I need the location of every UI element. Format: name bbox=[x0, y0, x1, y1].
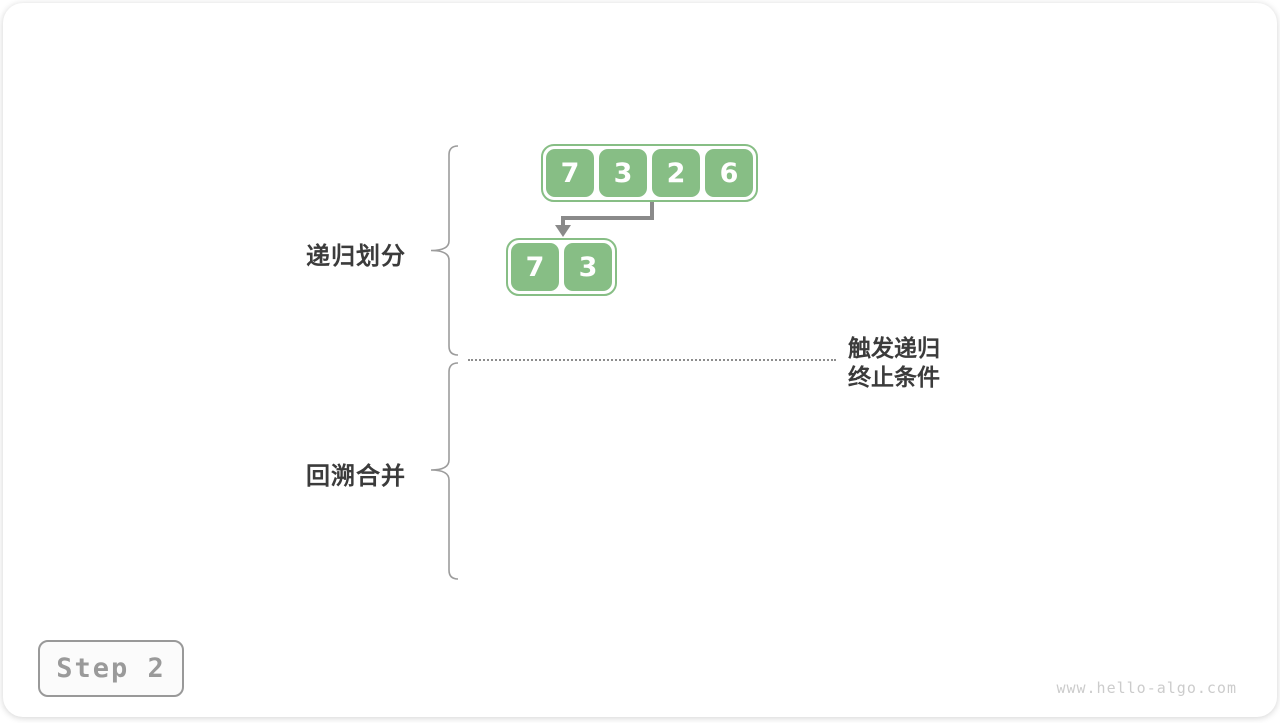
termination-label: 触发递归 终止条件 bbox=[848, 334, 940, 392]
figure-overlay bbox=[3, 3, 1280, 723]
array-cell: 7 bbox=[546, 149, 594, 197]
step-badge: Step 2 bbox=[38, 640, 184, 697]
phase-label-divide: 递归划分 bbox=[306, 236, 416, 271]
termination-dotted-line bbox=[468, 359, 836, 361]
array-cell: 6 bbox=[705, 149, 753, 197]
brace-backtrack-merge bbox=[431, 363, 458, 579]
termination-label-line2: 终止条件 bbox=[848, 363, 940, 392]
termination-label-line1: 触发递归 bbox=[848, 334, 940, 363]
array-cell: 3 bbox=[564, 243, 612, 291]
figure-card: 7 3 2 6 7 3 递归划分 回溯合并 触发递归 终止条件 Step 2 w… bbox=[3, 3, 1277, 717]
watermark: www.hello-algo.com bbox=[1056, 679, 1237, 697]
array-cell: 2 bbox=[652, 149, 700, 197]
array-cell: 3 bbox=[599, 149, 647, 197]
brace-recursive-divide bbox=[431, 146, 458, 355]
array-cell: 7 bbox=[511, 243, 559, 291]
phase-label-merge: 回溯合并 bbox=[306, 456, 416, 491]
child-array: 7 3 bbox=[506, 238, 617, 296]
split-arrow-head bbox=[555, 225, 571, 237]
parent-array: 7 3 2 6 bbox=[541, 144, 758, 202]
split-arrow bbox=[563, 202, 652, 227]
